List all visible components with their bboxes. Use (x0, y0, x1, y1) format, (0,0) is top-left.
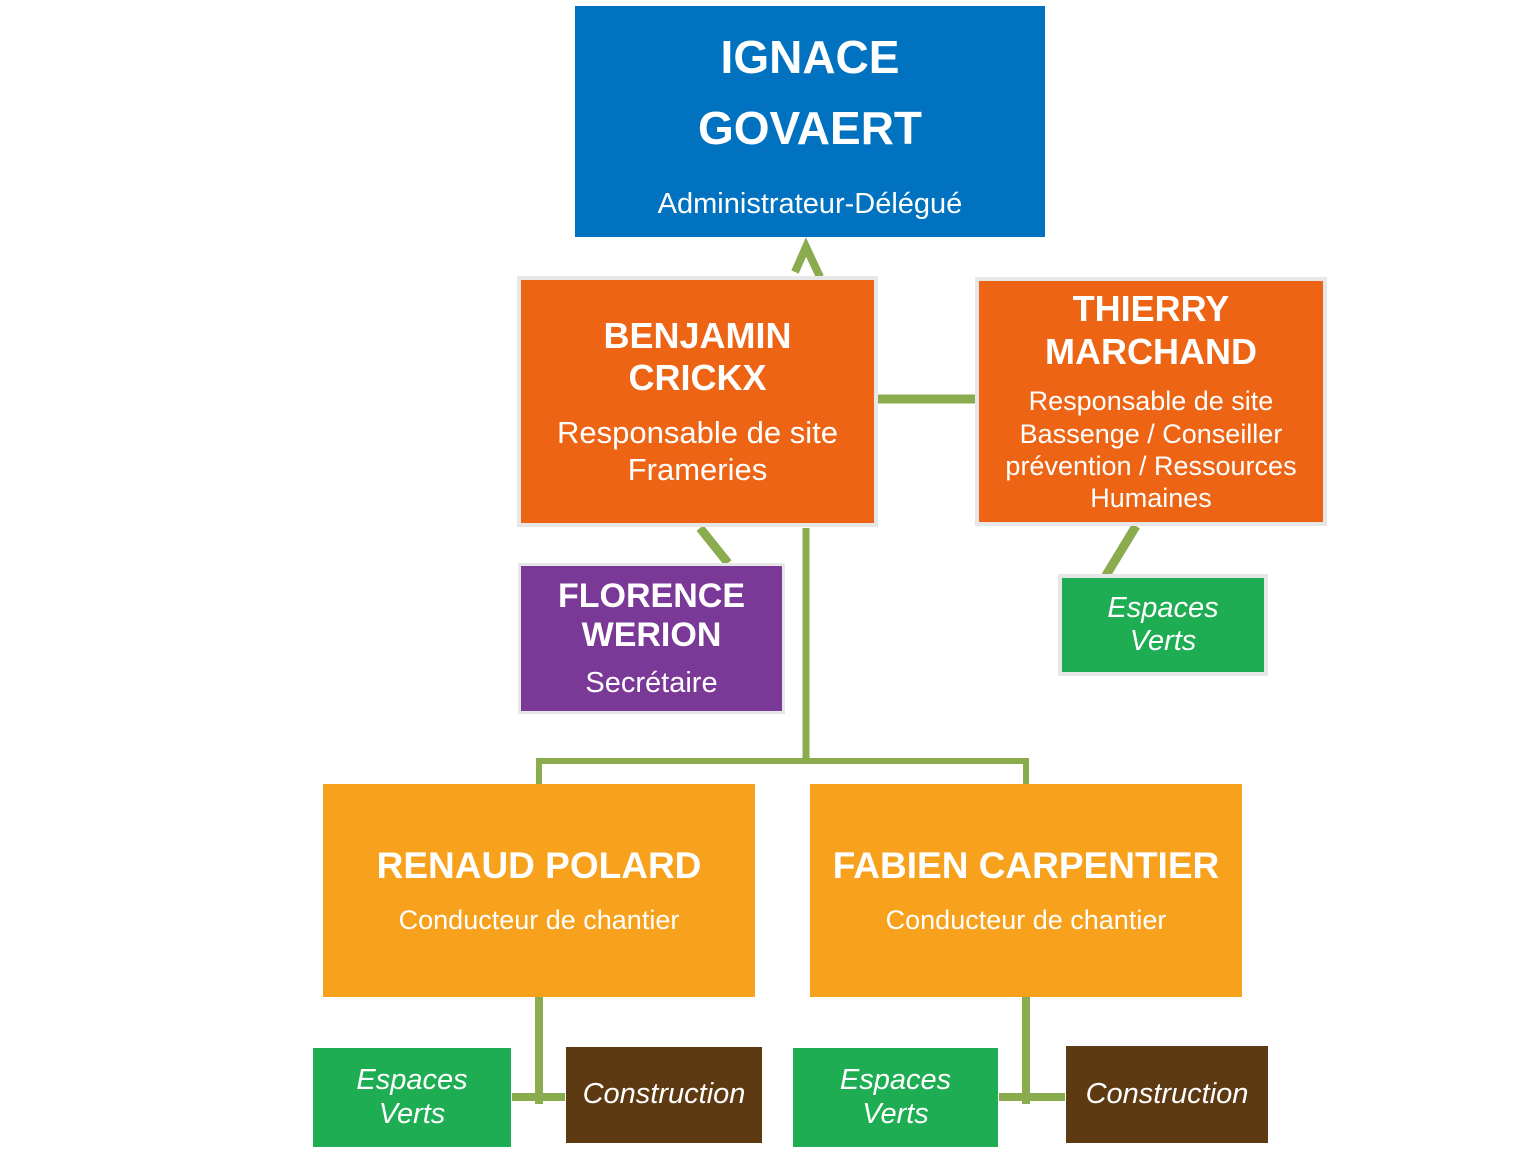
person-name: IGNACE GOVAERT (697, 30, 923, 154)
org-node-espaces-verts-thierry: Espaces Verts (1058, 574, 1268, 676)
org-node-espaces-verts-renaud: Espaces Verts (313, 1048, 511, 1147)
person-role: Responsable de site Bassenge / Conseille… (1005, 386, 1297, 514)
org-node-construction-renaud: Construction (566, 1047, 762, 1143)
org-node-florence-werion: FLORENCE WERION Secrétaire (518, 563, 785, 714)
person-role: Conducteur de chantier (885, 905, 1167, 935)
team-label: Espaces Verts (356, 1064, 468, 1130)
person-name: FLORENCE WERION (558, 576, 745, 654)
org-node-ignace-govaert: IGNACE GOVAERT Administrateur-Délégué (575, 6, 1045, 237)
person-name: RENAUD POLARD (376, 845, 702, 886)
connector-arrow-up-icon (791, 237, 824, 279)
team-label: Construction (582, 1078, 746, 1111)
connector-thierry-espaces-verts (1101, 523, 1140, 580)
org-node-thierry-marchand: THIERRY MARCHAND Responsable de site Bas… (975, 277, 1327, 526)
team-label: Espaces Verts (1107, 591, 1219, 657)
org-node-renaud-polard: RENAUD POLARD Conducteur de chantier (323, 784, 755, 997)
org-node-espaces-verts-fabien: Espaces Verts (793, 1048, 998, 1147)
connector-benjamin-florence (696, 525, 732, 566)
person-role: Conducteur de chantier (398, 905, 680, 935)
person-name: BENJAMIN CRICKX (603, 314, 792, 399)
org-node-benjamin-crickx: BENJAMIN CRICKX Responsable de site Fram… (517, 276, 878, 527)
org-node-construction-fabien: Construction (1066, 1046, 1268, 1143)
org-node-fabien-carpentier: FABIEN CARPENTIER Conducteur de chantier (810, 784, 1242, 997)
team-label: Construction (1085, 1077, 1249, 1110)
person-name: THIERRY MARCHAND (1045, 288, 1257, 372)
person-role: Secrétaire (585, 667, 718, 700)
person-name: FABIEN CARPENTIER (832, 845, 1220, 886)
connector-split-conducteurs (536, 758, 1029, 784)
person-role: Responsable de site Frameries (557, 414, 838, 487)
team-label: Espaces Verts (839, 1064, 952, 1130)
person-role: Administrateur-Délégué (657, 188, 963, 221)
